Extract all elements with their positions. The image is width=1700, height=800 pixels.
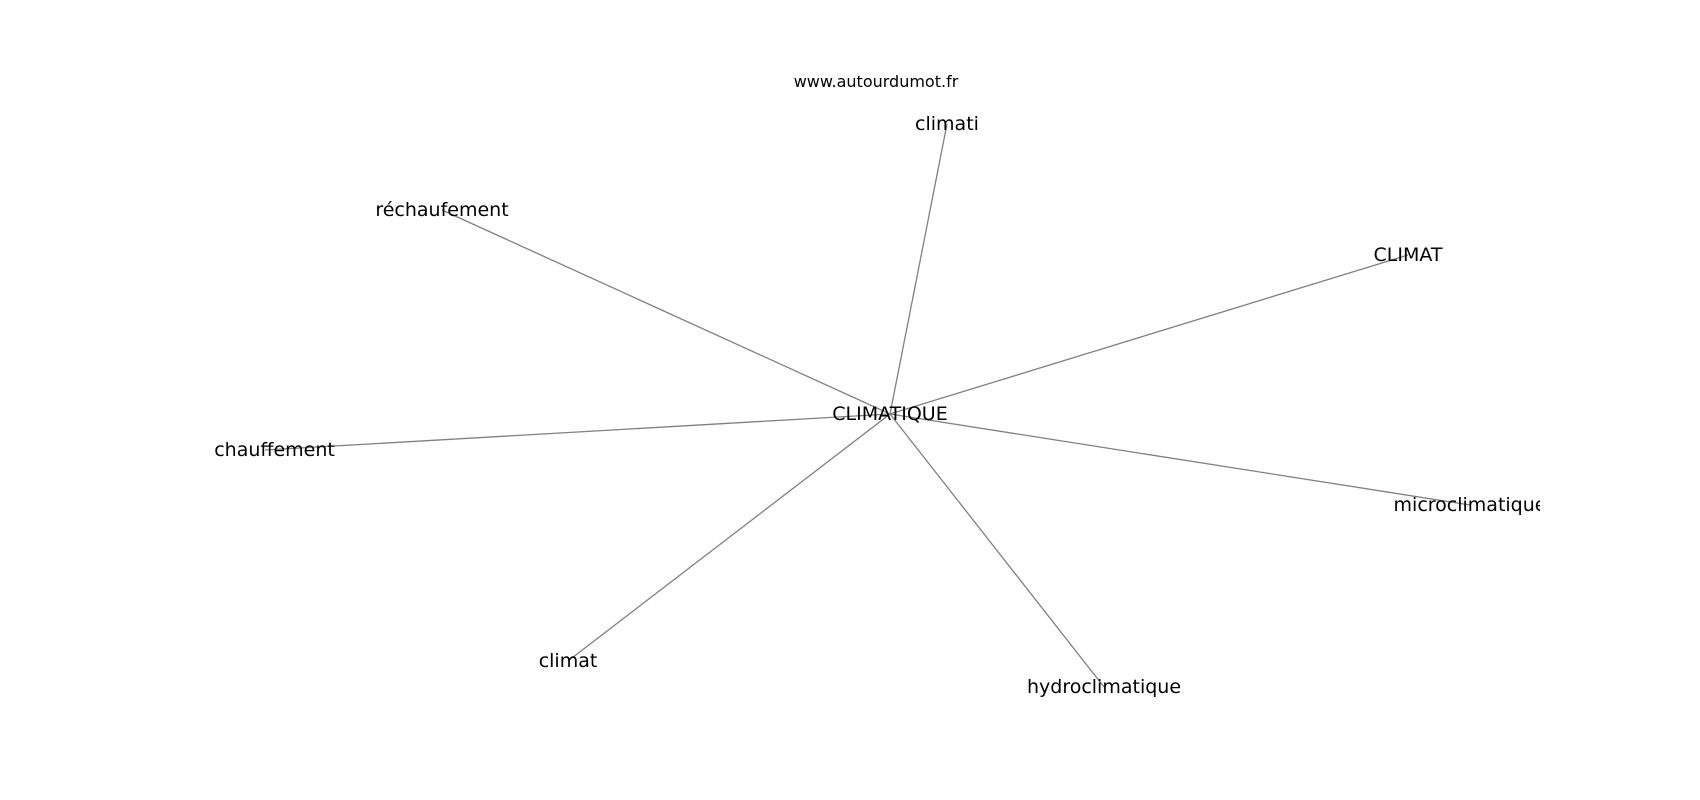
node-label-rechaufement: réchaufement xyxy=(375,199,508,221)
edge-microclimatique xyxy=(889,413,1471,506)
edge-rechaufement xyxy=(441,209,891,415)
edge-climat xyxy=(567,413,891,662)
edge-hydroclimatique xyxy=(889,413,1105,688)
node-label-climat: climat xyxy=(539,650,598,672)
node-label-climati: climati xyxy=(915,113,979,135)
node-label-CLIMAT: CLIMAT xyxy=(1374,244,1443,266)
edge-rechauffement xyxy=(264,413,891,451)
node-label-hydroclimatique: hydroclimatique xyxy=(1027,676,1181,698)
edge-CLIMAT xyxy=(889,254,1409,415)
node-label-rechauffement: réchauffement xyxy=(195,439,335,461)
node-label-center: CLIMATIQUE xyxy=(832,403,947,425)
edge-climati xyxy=(889,123,948,415)
source-watermark: www.autourdumot.fr xyxy=(794,72,959,91)
node-label-microclimatique: microclimatique xyxy=(1394,494,1547,516)
edges-group xyxy=(264,123,1471,688)
